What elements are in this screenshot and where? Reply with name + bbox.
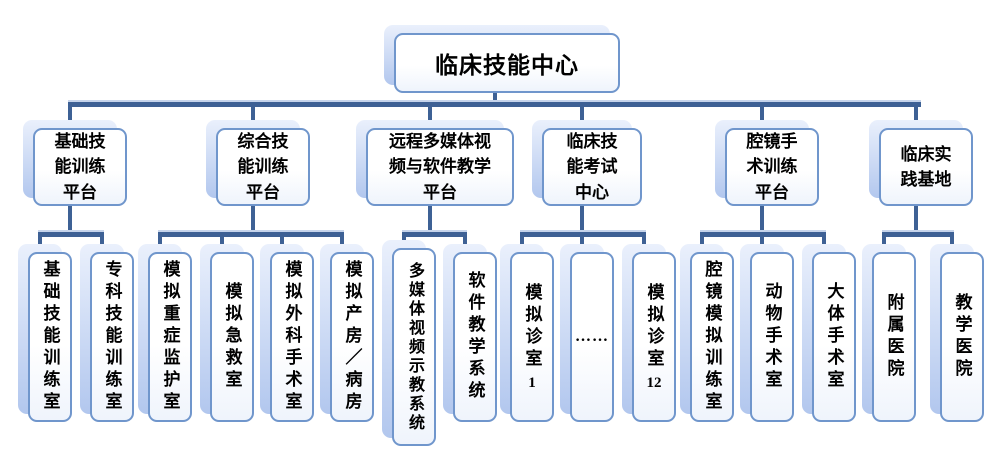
- level3-node-4-3: 模拟诊室 12: [632, 252, 676, 422]
- level3-node-label: 软件教学系统: [465, 271, 485, 403]
- level3-node-label: 模拟重症监护室: [160, 260, 180, 414]
- branch-2-stem-line: [250, 196, 256, 234]
- level3-node-label: 模拟诊室: [522, 282, 542, 371]
- branch-1-stem-line: [67, 196, 73, 234]
- level3-node-number: 12: [646, 374, 662, 391]
- branch-2-stub-line: [250, 104, 256, 126]
- level3-node-label: 模拟产房／病房: [342, 260, 362, 414]
- level3-node-2-3: 模拟外科手术室: [270, 252, 314, 422]
- level3-node-6-2: 教学医院: [940, 252, 984, 422]
- level3-node-1-1: 基础技能训练室: [28, 252, 72, 422]
- level2-node-5: 腔镜手 术训练 平台: [725, 128, 819, 206]
- root-node-label: 临床技能中心: [435, 53, 579, 78]
- level3-node-5-3: 大体手术室: [812, 252, 856, 422]
- level3-node-5-1: 腔镜模拟训练室: [690, 252, 734, 422]
- level1-trunk-line: [68, 100, 921, 107]
- level3-node-6-1: 附属医院: [872, 252, 916, 422]
- level2-node-4: 临床技 能考试 中心: [542, 128, 642, 206]
- level3-node-label: 模拟诊室: [644, 282, 664, 371]
- branch-3-stub-line: [427, 104, 433, 126]
- branch-4-stub-line: [579, 104, 585, 126]
- level3-node-label: 模拟外科手术室: [282, 260, 302, 414]
- level2-node-1: 基础技 能训练 平台: [33, 128, 127, 206]
- group-1-trunk-line: [37, 230, 105, 237]
- level3-node-4-1: 模拟诊室 1: [510, 252, 554, 422]
- group-5-trunk-line: [699, 230, 827, 237]
- root-stem-line: [492, 85, 498, 107]
- group-4-trunk-line: [519, 230, 647, 237]
- level2-node-6: 临床实 践基地: [879, 128, 973, 206]
- root-node: 临床技能中心: [394, 33, 620, 93]
- level3-node-label: 大体手术室: [824, 282, 844, 392]
- level3-node-ellipsis-label: ……: [575, 328, 609, 345]
- level2-node-label: 远程多媒体视 频与软件教学 平台: [389, 131, 491, 202]
- level3-node-label: 模拟急救室: [222, 282, 242, 392]
- level2-node-label: 基础技 能训练 平台: [54, 131, 106, 202]
- group-3-trunk-line: [401, 230, 468, 237]
- level3-node-2-2: 模拟急救室: [210, 252, 254, 422]
- branch-6-stub-line: [913, 104, 919, 126]
- branch-3-stem-line: [427, 196, 433, 234]
- level3-node-2-4: 模拟产房／病房: [330, 252, 374, 422]
- branch-4-stem-line: [579, 196, 585, 234]
- level2-node-label: 临床实 践基地: [900, 144, 952, 190]
- level3-node-label: 多媒体视频示教系统: [406, 261, 423, 433]
- group-2-trunk-line: [157, 230, 345, 237]
- level2-node-2: 综合技 能训练 平台: [216, 128, 310, 206]
- level2-node-3: 远程多媒体视 频与软件教学 平台: [366, 128, 514, 206]
- level3-node-number: 1: [528, 374, 536, 391]
- level3-node-label: 教学医院: [952, 293, 972, 381]
- level2-node-label: 综合技 能训练 平台: [237, 131, 289, 202]
- level3-node-label: 腔镜模拟训练室: [702, 260, 722, 414]
- level3-node-2-1: 模拟重症监护室: [148, 252, 192, 422]
- branch-1-stub-line: [67, 104, 73, 126]
- level3-node-5-2: 动物手术室: [750, 252, 794, 422]
- group-6-trunk-line: [881, 230, 955, 237]
- level3-node-1-2: 专科技能训练室: [90, 252, 134, 422]
- level3-node-label: 基础技能训练室: [40, 260, 60, 414]
- level2-node-label: 临床技 能考试 中心: [566, 131, 618, 202]
- branch-5-stem-line: [759, 196, 765, 234]
- level3-node-4-2: ……: [570, 252, 614, 422]
- level3-node-label: 专科技能训练室: [102, 260, 122, 414]
- branch-5-stub-line: [759, 104, 765, 126]
- branch-6-stem-line: [913, 196, 919, 234]
- level2-node-label: 腔镜手 术训练 平台: [746, 131, 798, 202]
- level3-node-label: 附属医院: [884, 293, 904, 381]
- level3-node-3-2: 软件教学系统: [453, 252, 497, 422]
- level3-node-3-1: 多媒体视频示教系统: [392, 248, 436, 446]
- level3-node-label: 动物手术室: [762, 282, 782, 392]
